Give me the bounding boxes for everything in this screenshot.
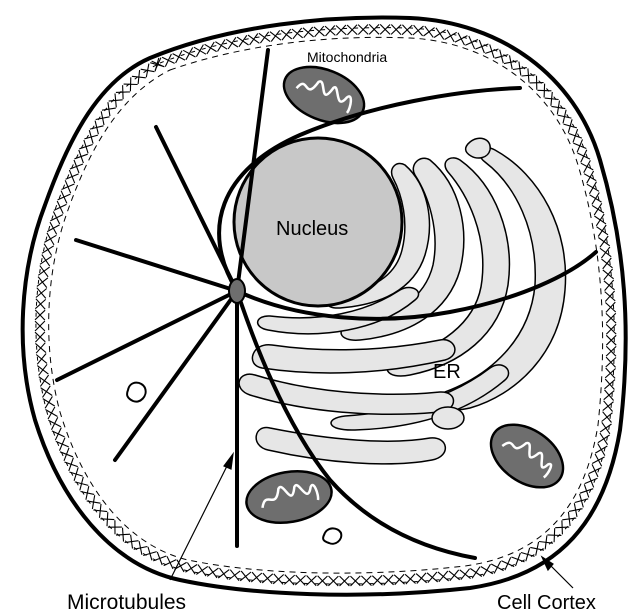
cortex-mesh-mark <box>562 520 563 534</box>
cortex-mesh-mark <box>554 528 555 542</box>
cell-cortex-label: Cell Cortex <box>497 592 596 614</box>
er-label: ER <box>433 361 461 383</box>
vesicle-bottom <box>323 528 341 543</box>
microtubules-label: Microtubules <box>67 591 186 614</box>
vesicle-left <box>127 383 146 402</box>
nucleus-label: Nucleus <box>276 218 348 240</box>
cortex-mesh-mark <box>123 85 124 99</box>
cortex-mesh-mark <box>537 90 551 91</box>
centrosome <box>229 279 245 303</box>
mitochondria-label: Mitochondria <box>307 49 387 65</box>
